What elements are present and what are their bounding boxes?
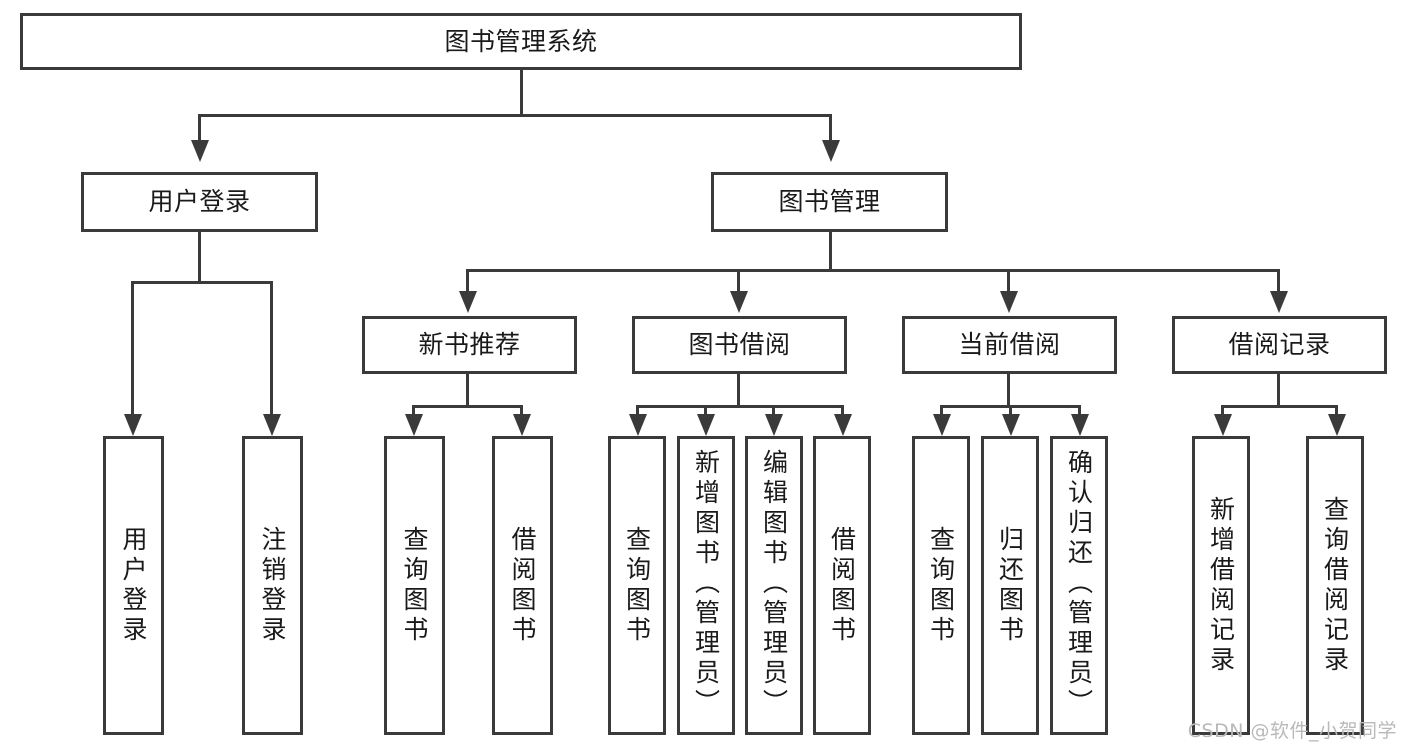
node-label: 当前借阅 — [958, 330, 1061, 360]
node-current-borrow[interactable]: 当前借阅 — [902, 316, 1117, 374]
arrowhead-user-login — [190, 140, 209, 162]
connector-drop-br-query — [1335, 405, 1338, 414]
node-label: 查询图书 — [400, 525, 429, 646]
csdn-watermark: CSDN @软件_小贺同学 — [1187, 720, 1397, 742]
connector-drop-bb-add — [704, 405, 707, 414]
connector-book-manage-bus — [466, 269, 1280, 272]
connector-book-manage-stem — [829, 232, 832, 271]
connector-drop-leaf-user-login — [131, 281, 134, 414]
node-label: 用户登录 — [148, 187, 251, 217]
connector-drop-cb-return — [1009, 405, 1012, 414]
connector-book-borrow-bus — [636, 405, 844, 408]
leaf-bb-add-book[interactable]: 新增图书（管理员） — [677, 436, 735, 735]
node-label: 新书推荐 — [418, 330, 521, 360]
node-label: 借阅图书 — [827, 525, 857, 646]
leaf-bb-edit-book[interactable]: 编辑图书（管理员） — [745, 436, 803, 735]
arrowhead-nb-query — [404, 414, 423, 436]
connector-drop-current-borrow — [1007, 269, 1010, 291]
connector-new-book-bus — [412, 405, 523, 408]
node-borrow-record[interactable]: 借阅记录 — [1172, 316, 1387, 374]
node-label: 归还图书 — [995, 525, 1025, 646]
connector-drop-user-login — [198, 114, 201, 140]
leaf-cb-return-book[interactable]: 归还图书 — [981, 436, 1039, 735]
node-label: 用户登录 — [119, 525, 148, 646]
arrowhead-cb-query — [932, 414, 951, 436]
connector-borrow-record-stem — [1277, 374, 1280, 408]
arrowhead-br-add — [1213, 414, 1232, 436]
arrowhead-new-book — [458, 291, 477, 313]
arrowhead-br-query — [1327, 414, 1346, 436]
connector-user-login-bus — [131, 281, 270, 284]
connector-user-login-stem — [198, 232, 201, 283]
arrowhead-leaf-user-login — [123, 414, 142, 436]
node-label: 查询借阅记录 — [1320, 495, 1350, 676]
connector-drop-nb-borrow — [520, 405, 523, 414]
node-book-borrow[interactable]: 图书借阅 — [632, 316, 847, 374]
node-label: 查询图书 — [926, 525, 956, 646]
node-label: 注销登录 — [258, 525, 287, 646]
connector-drop-nb-query — [412, 405, 415, 414]
connector-root-stem — [519, 70, 523, 115]
node-label: 新增图书（管理员） — [691, 449, 721, 719]
connector-drop-book-manage — [829, 114, 832, 140]
connector-drop-borrow-record — [1277, 269, 1280, 291]
leaf-logout[interactable]: 注销登录 — [242, 436, 303, 735]
node-label: 新增借阅记录 — [1206, 495, 1236, 676]
node-new-book-recommend[interactable]: 新书推荐 — [362, 316, 577, 374]
connector-drop-cb-confirm — [1078, 405, 1081, 414]
arrowhead-bb-add — [696, 414, 715, 436]
leaf-br-query-record[interactable]: 查询借阅记录 — [1306, 436, 1364, 735]
arrowhead-bb-edit — [764, 414, 783, 436]
leaf-cb-confirm-return[interactable]: 确认归还（管理员） — [1050, 436, 1108, 735]
node-user-login[interactable]: 用户登录 — [81, 172, 318, 232]
connector-root-bus — [198, 114, 832, 117]
arrowhead-bb-query — [628, 414, 647, 436]
arrowhead-book-manage — [821, 140, 840, 162]
node-label: 图书管理系统 — [444, 26, 598, 56]
arrowhead-cb-confirm — [1070, 414, 1089, 436]
leaf-nb-borrow-book[interactable]: 借阅图书 — [492, 436, 553, 735]
leaf-bb-borrow-book[interactable]: 借阅图书 — [813, 436, 871, 735]
node-label: 确认归还（管理员） — [1064, 449, 1094, 719]
node-label: 查询图书 — [622, 525, 652, 646]
node-label: 编辑图书（管理员） — [759, 449, 789, 719]
node-label: 借阅图书 — [508, 525, 537, 646]
node-label: 图书管理 — [778, 187, 881, 217]
node-label: 图书借阅 — [688, 330, 791, 360]
arrowhead-bb-borrow — [833, 414, 852, 436]
connector-book-borrow-stem — [737, 374, 740, 408]
node-root-system[interactable]: 图书管理系统 — [20, 13, 1022, 70]
arrowhead-cb-return — [1001, 414, 1020, 436]
node-label: 借阅记录 — [1228, 330, 1331, 360]
connector-new-book-stem — [466, 374, 469, 408]
connector-drop-bb-borrow — [841, 405, 844, 414]
connector-drop-bb-query — [636, 405, 639, 414]
leaf-nb-query-book[interactable]: 查询图书 — [384, 436, 445, 735]
arrowhead-borrow-record — [1269, 291, 1288, 313]
connector-current-borrow-stem — [1007, 374, 1010, 408]
connector-drop-new-book — [466, 269, 469, 291]
connector-borrow-record-bus — [1221, 405, 1338, 408]
connector-drop-book-borrow — [737, 269, 740, 291]
connector-drop-leaf-logout — [270, 281, 273, 414]
connector-drop-br-add — [1221, 405, 1224, 414]
node-book-management[interactable]: 图书管理 — [711, 172, 948, 232]
leaf-user-login[interactable]: 用户登录 — [103, 436, 164, 735]
leaf-cb-query-book[interactable]: 查询图书 — [912, 436, 970, 735]
leaf-br-add-record[interactable]: 新增借阅记录 — [1192, 436, 1250, 735]
arrowhead-current-borrow — [999, 291, 1018, 313]
arrowhead-book-borrow — [729, 291, 748, 313]
connector-drop-cb-query — [940, 405, 943, 414]
leaf-bb-query-book[interactable]: 查询图书 — [608, 436, 666, 735]
arrowhead-nb-borrow — [512, 414, 531, 436]
arrowhead-leaf-logout — [262, 414, 281, 436]
connector-drop-bb-edit — [772, 405, 775, 414]
